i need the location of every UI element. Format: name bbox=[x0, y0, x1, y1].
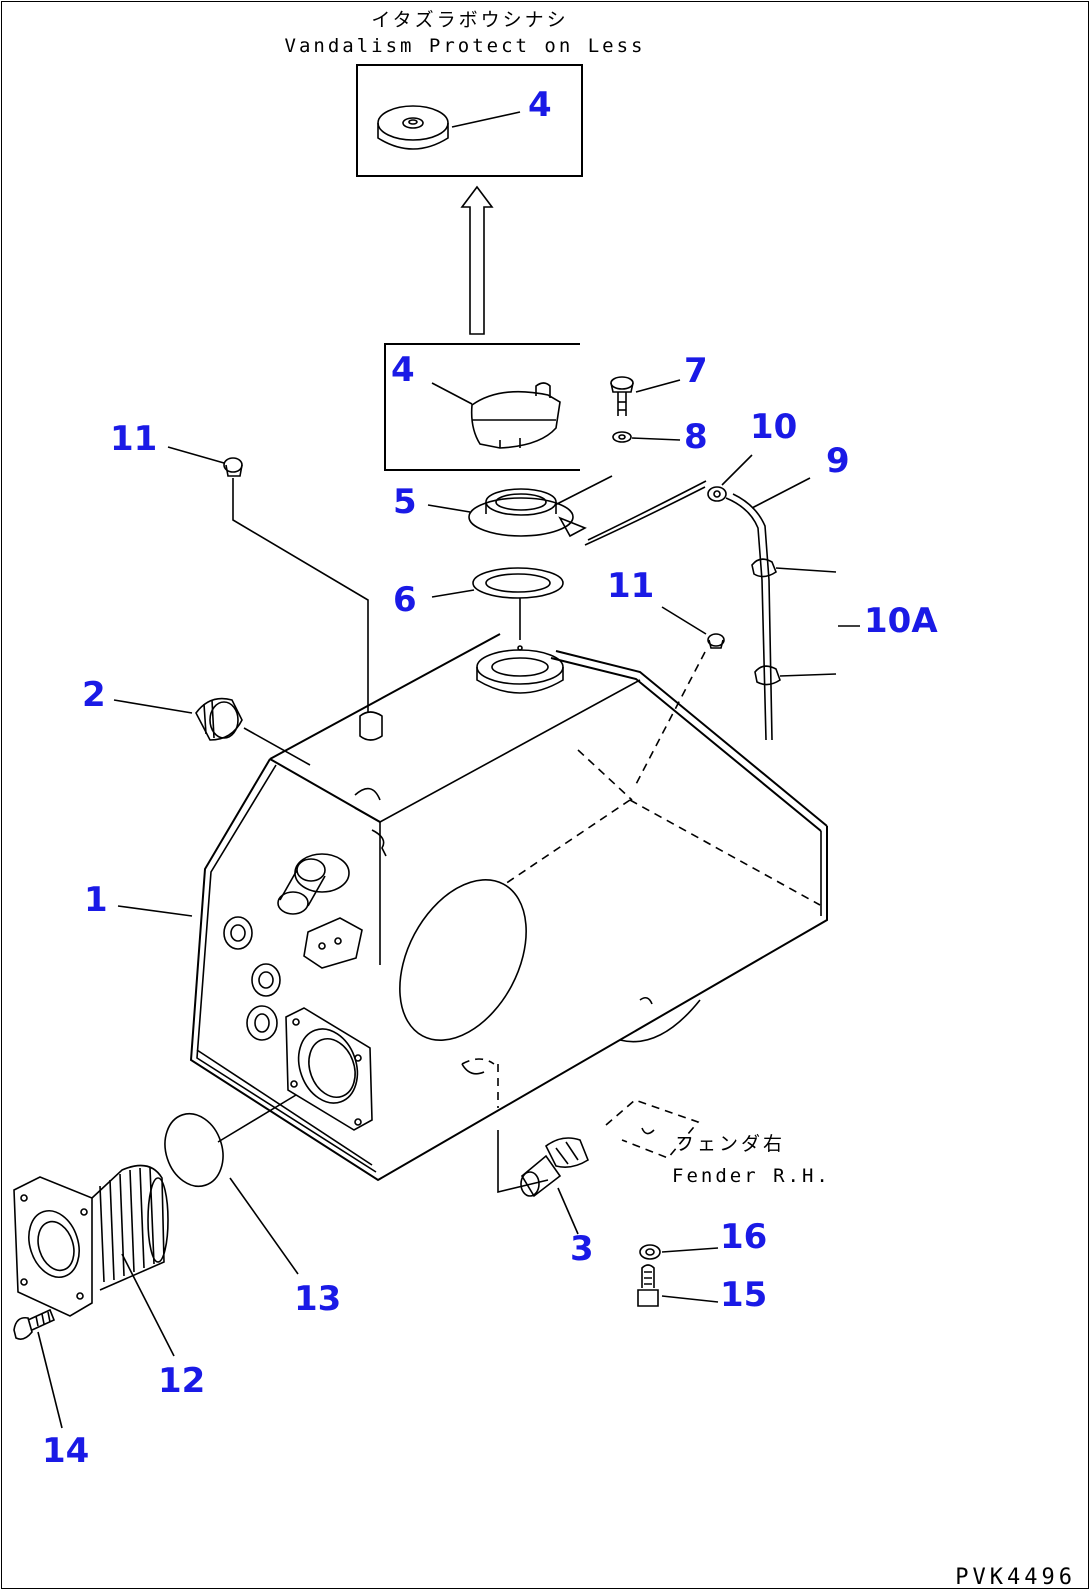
leader-9 bbox=[751, 477, 811, 509]
o-ring-axis bbox=[217, 1094, 297, 1143]
tank-filler-port bbox=[476, 645, 564, 694]
leader-4 bbox=[431, 382, 473, 405]
leader-5 bbox=[427, 504, 471, 513]
leader-13 bbox=[229, 1177, 299, 1275]
drain-plug-axis bbox=[497, 1130, 549, 1194]
leader-11-right bbox=[661, 606, 707, 635]
bolt-15-part bbox=[637, 1264, 659, 1307]
drain-plug-3-part bbox=[520, 1137, 589, 1198]
callout-11-right: 11 bbox=[607, 566, 654, 606]
vandalism-note-jp: イタズラボウシナシ bbox=[371, 9, 568, 31]
washer-8-part bbox=[612, 431, 632, 443]
callout-4-top: 4 bbox=[528, 85, 552, 125]
hydraulic-tank-1 bbox=[189, 633, 828, 1182]
detail-box-lock-cap bbox=[384, 343, 580, 471]
leader-14 bbox=[37, 1331, 63, 1429]
callout-2: 2 bbox=[82, 675, 106, 715]
fender-outline bbox=[605, 1099, 700, 1159]
callout-4: 4 bbox=[391, 350, 415, 390]
leader-6 bbox=[431, 589, 475, 598]
detail-box-cap bbox=[356, 64, 583, 177]
o-ring-13-part bbox=[164, 1112, 224, 1188]
strainer-12-part bbox=[13, 1164, 169, 1317]
callout-10: 10 bbox=[750, 407, 797, 447]
breather-11-right-hidden bbox=[633, 651, 706, 789]
clip-10-part bbox=[707, 486, 727, 502]
leader-4-top bbox=[451, 111, 521, 128]
leader-12 bbox=[121, 1253, 175, 1357]
tank-port-fitting-c bbox=[246, 1005, 278, 1041]
callout-12: 12 bbox=[158, 1361, 205, 1401]
callout-1: 1 bbox=[84, 880, 108, 920]
gasket-6-part bbox=[472, 567, 564, 599]
callout-7: 7 bbox=[684, 351, 708, 391]
callout-11-left: 11 bbox=[110, 419, 157, 459]
fender-note-jp: フェンダ右 bbox=[675, 1133, 785, 1155]
tank-port-pipe bbox=[277, 853, 350, 915]
leader-16 bbox=[661, 1247, 719, 1253]
detail-arrow bbox=[460, 185, 494, 335]
fender-note-en: Fender R.H. bbox=[672, 1165, 831, 1187]
callout-3: 3 bbox=[570, 1229, 594, 1269]
tank-port-fitting-b bbox=[251, 963, 281, 997]
leader-11-left bbox=[167, 446, 225, 464]
callout-8: 8 bbox=[684, 417, 708, 457]
washer-16-part bbox=[639, 1244, 661, 1260]
leader-2 bbox=[113, 699, 193, 714]
callout-9: 9 bbox=[826, 441, 850, 481]
breather-hose-upper bbox=[584, 486, 706, 546]
callout-16: 16 bbox=[720, 1217, 767, 1257]
leader-1 bbox=[117, 905, 193, 917]
locking-cap-part bbox=[470, 382, 561, 449]
bolt-7-part bbox=[610, 376, 634, 416]
tank-port-fitting-a bbox=[223, 916, 253, 950]
filler-neck-5-part bbox=[468, 488, 587, 538]
breather-11-left-part bbox=[223, 457, 243, 477]
simple-cap-part bbox=[377, 105, 449, 150]
leader-5b bbox=[554, 475, 613, 506]
leader-7 bbox=[635, 379, 681, 393]
clamp-10A-upper bbox=[751, 558, 837, 578]
plug-2-part bbox=[195, 697, 243, 741]
tank-strainer-flange bbox=[285, 1007, 373, 1131]
callout-13: 13 bbox=[294, 1279, 341, 1319]
leader-15 bbox=[661, 1295, 719, 1303]
callout-6: 6 bbox=[393, 580, 417, 620]
breather-11-left-pipe bbox=[232, 478, 369, 712]
callout-10A: 10A bbox=[864, 601, 938, 641]
leader-10 bbox=[721, 454, 753, 486]
leader-8 bbox=[631, 437, 681, 441]
callout-15: 15 bbox=[720, 1275, 767, 1315]
drawing-code: PVK4496 bbox=[955, 1565, 1076, 1590]
leader-3 bbox=[557, 1187, 579, 1235]
bolt-14-part bbox=[13, 1308, 56, 1340]
breather-hose-9 bbox=[725, 497, 767, 741]
breather-11-right-part bbox=[707, 633, 725, 649]
callout-14: 14 bbox=[42, 1431, 89, 1471]
callout-5: 5 bbox=[393, 482, 417, 522]
tank-port-block bbox=[303, 917, 363, 969]
clamp-10A-lower bbox=[754, 665, 837, 686]
vandalism-note-en: Vandalism Protect on Less bbox=[285, 35, 646, 57]
tank-top-boss bbox=[359, 711, 383, 741]
plug-2-axis bbox=[243, 727, 311, 766]
